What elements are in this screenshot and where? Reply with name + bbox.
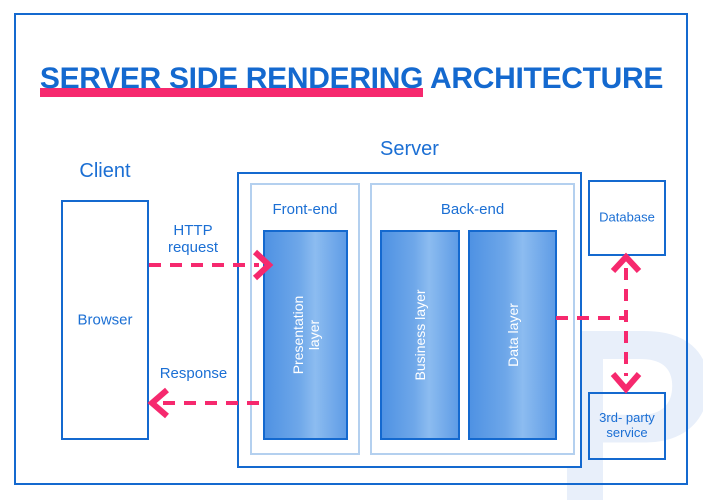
frontend-panel: [250, 183, 360, 455]
browser-label: Browser: [77, 311, 133, 329]
business-layer-label: Business layer: [411, 289, 428, 381]
backend-panel-title: Back-end: [440, 201, 505, 218]
client-section-label: Client: [79, 160, 131, 182]
third-party-arrowhead-down-icon: [610, 372, 642, 394]
business-layer-box: Business layer: [380, 230, 460, 440]
page-title: SERVER SIDE RENDERING ARCHITECTURE: [0, 62, 703, 97]
response-arrowhead-icon: [147, 387, 169, 419]
response-dashed-line: [163, 401, 263, 405]
http-request-arrowhead-icon: [252, 249, 274, 281]
server-section-label: Server: [380, 138, 439, 160]
database-arrowhead-up-icon: [610, 252, 642, 274]
title-highlighted-text: SERVER SIDE RENDERING: [39, 62, 424, 97]
data-to-external-dashed-line: [556, 316, 628, 320]
diagram-outer-frame: [14, 13, 688, 485]
title-plain-text: ARCHITECTURE: [423, 62, 664, 95]
database-label: Database: [599, 209, 655, 225]
http-request-dashed-line: [149, 263, 259, 267]
data-layer-box: Data layer: [468, 230, 557, 440]
browser-box: Browser: [61, 200, 149, 440]
response-label: Response: [159, 365, 228, 382]
frontend-panel-title: Front-end: [272, 201, 338, 218]
data-layer-label: Data layer: [504, 303, 521, 367]
external-bus-dashed-line: [624, 268, 628, 376]
database-box: Database: [588, 180, 666, 256]
